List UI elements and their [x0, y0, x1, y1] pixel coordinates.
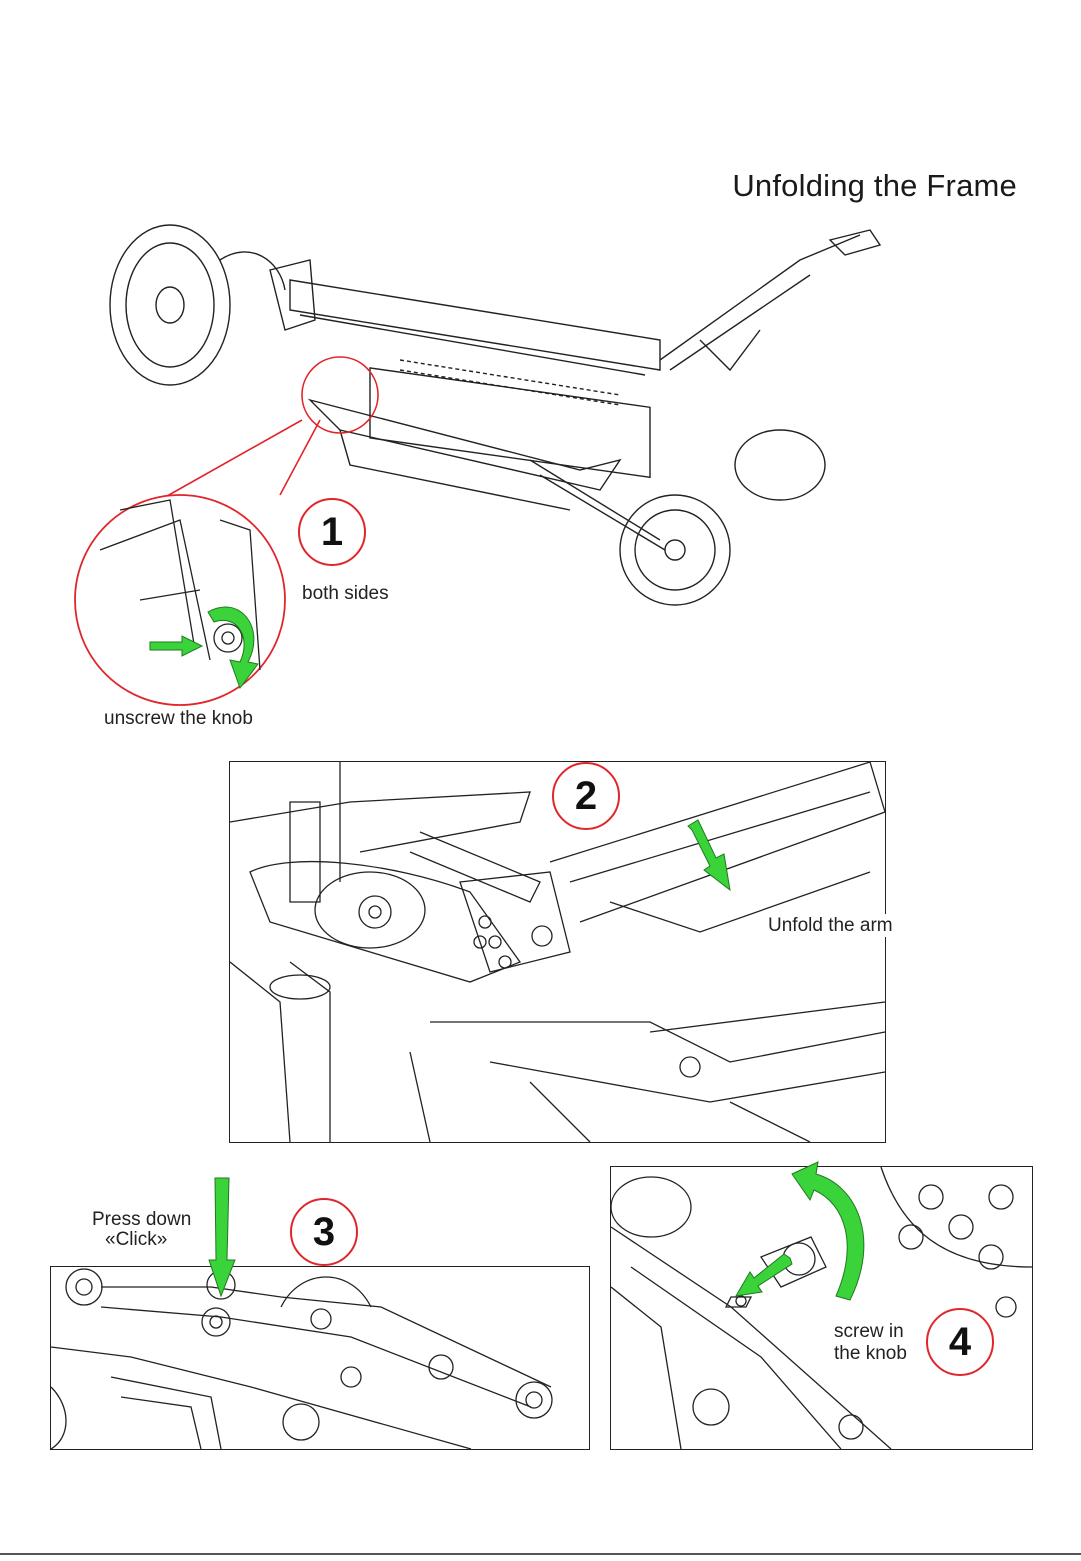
unfold-arm-caption: Unfold the arm — [766, 914, 895, 937]
click-caption: «Click» — [105, 1228, 167, 1251]
unscrew-knob-caption: unscrew the knob — [104, 707, 253, 730]
step-1-marker: 1 — [298, 498, 366, 566]
page-title: Unfolding the Frame — [732, 168, 1017, 204]
down-arrow-icon — [686, 818, 736, 892]
step-3-panel — [50, 1266, 590, 1450]
footer-rule — [0, 1553, 1081, 1555]
step-2-panel — [229, 761, 886, 1143]
press-arrow-icon — [203, 1176, 239, 1298]
the-knob-caption: the knob — [832, 1342, 909, 1365]
screw-in-caption: screw in — [832, 1320, 906, 1343]
push-arrow-icon — [148, 634, 204, 658]
both-sides-caption: both sides — [302, 582, 389, 605]
insert-arrow-icon — [734, 1254, 794, 1298]
curved-arrow-icon — [788, 1160, 878, 1312]
step-2-marker: 2 — [552, 762, 620, 830]
step-3-marker: 3 — [290, 1198, 358, 1266]
step-4-marker: 4 — [926, 1308, 994, 1376]
rotate-arrow-icon — [200, 598, 266, 690]
